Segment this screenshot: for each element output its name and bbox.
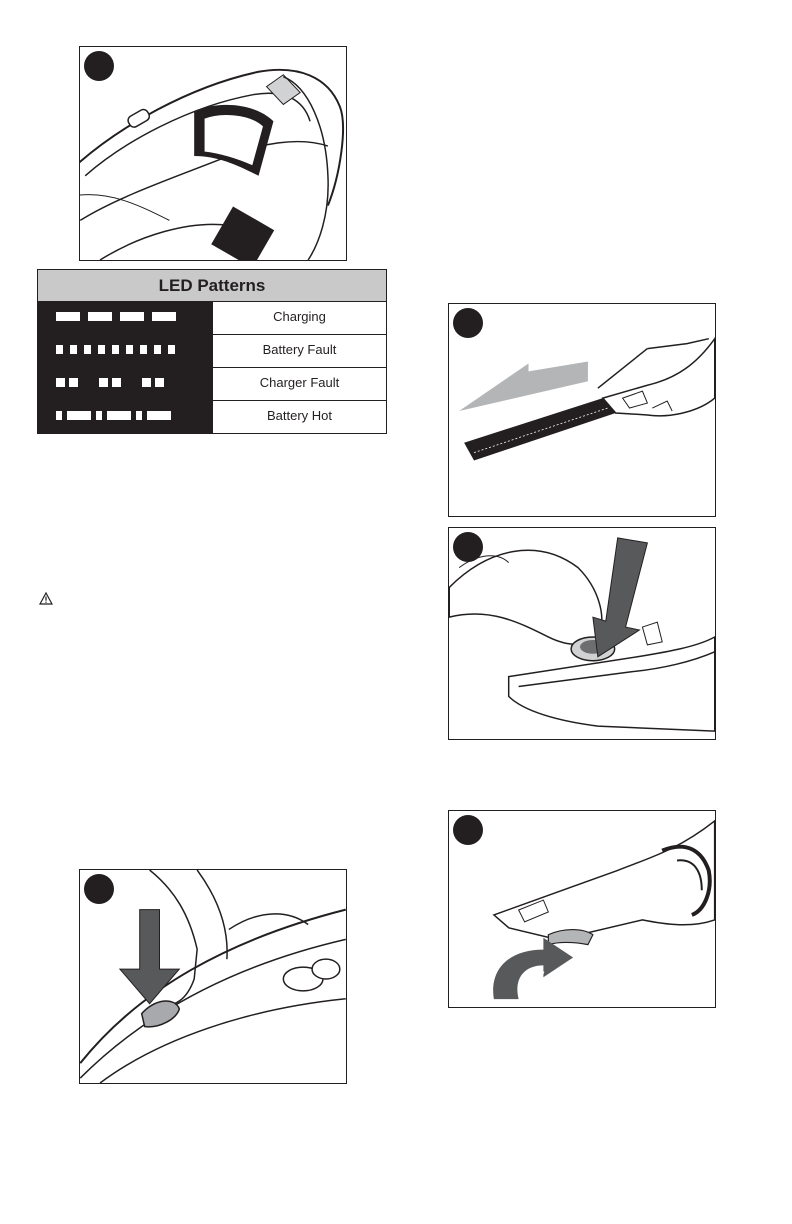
- figure-press-release-button: [79, 869, 347, 1084]
- step-badge: [453, 532, 483, 562]
- figure-charging: [79, 46, 347, 261]
- led-row-label: Battery Hot: [213, 401, 386, 433]
- warning-triangle-icon: [39, 592, 53, 605]
- led-row-label: Charging: [213, 302, 386, 335]
- led-pattern-column: [38, 302, 213, 433]
- latch-press-illustration: [449, 528, 715, 739]
- step-badge: [84, 51, 114, 81]
- finger-press-illustration: [80, 870, 346, 1083]
- figure-press-latch: [448, 527, 716, 740]
- latch-rotate-illustration: [449, 811, 715, 1007]
- led-row-label: Charger Fault: [213, 368, 386, 401]
- figure-rotate-latch: [448, 810, 716, 1008]
- led-row-label: Battery Fault: [213, 335, 386, 368]
- step-badge: [453, 815, 483, 845]
- figure-remove-bowl: [448, 303, 716, 517]
- vacuum-charging-illustration: [80, 47, 346, 260]
- step-badge: [84, 874, 114, 904]
- led-patterns-table: LED Patterns Charging Battery Fault Char…: [37, 269, 387, 434]
- bowl-slide-illustration: [449, 304, 715, 516]
- step-badge: [453, 308, 483, 338]
- table-title: LED Patterns: [38, 270, 386, 302]
